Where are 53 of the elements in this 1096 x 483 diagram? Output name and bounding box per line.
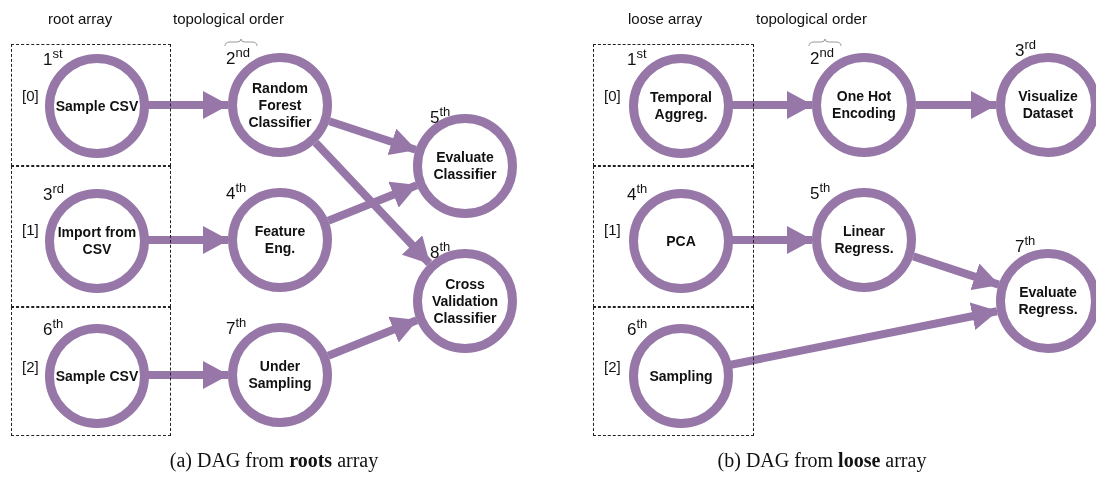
task-label: Feature Eng. [253,223,307,257]
arrow [312,140,433,266]
order-number: 4$^{th}$ [627,181,648,205]
arrow [912,252,1000,291]
task-label: One Hot Encoding [831,88,897,122]
column-heading: topological order [756,10,867,27]
order-number: 6$^{th}$ [43,316,64,340]
order-number: 7$^{th}$ [1015,233,1036,257]
task-label: Random Forest Classifier [247,79,313,131]
array-slot [11,166,171,307]
order-number: 3$^{rd}$ [1015,37,1037,61]
caption: (b) DAG from loose array [717,449,927,472]
task-label: Import from CSV [56,224,138,258]
task-label: Sample CSV [55,97,139,115]
task-label: Visualize Dataset [1017,88,1079,122]
array-slot [593,44,754,166]
task-label: Sampling [649,367,713,385]
array-slot [11,44,171,166]
arrow [328,117,417,156]
task-label: Linear Regress. [833,223,895,257]
order-number: 6$^{th}$ [627,316,648,340]
task-label: Cross Validation Classifier [430,275,500,327]
order-number: 8$^{th}$ [430,239,451,263]
array-index: [1] [604,221,621,238]
array-slot [593,307,754,436]
order-number: 1$^{st}$ [627,46,647,70]
arrow [326,316,419,360]
task-label: Sample CSV [55,367,139,385]
order-number: 2$^{nd}$ [810,45,834,69]
caption: (a) DAG from roots array [169,449,379,472]
task-label: Evaluate Regress. [1017,284,1079,318]
array-index: [2] [604,358,621,375]
array-slot [593,166,754,307]
column-heading: topological order [173,10,284,27]
task-label: PCA [666,232,696,250]
task-label: Under Sampling [247,358,313,392]
order-number: 1$^{st}$ [43,46,63,70]
column-heading: loose array [628,10,703,27]
array-slot [11,307,171,436]
order-number: 2$^{nd}$ [226,45,250,69]
order-number: 7$^{th}$ [226,315,247,339]
array-index: [0] [604,87,621,104]
order-number: 4$^{th}$ [226,180,247,204]
array-index: [0] [22,87,39,104]
task-label: Temporal Aggreg. [649,89,713,123]
order-number: 3$^{rd}$ [43,181,65,205]
column-heading: root array [48,10,113,27]
order-number: 5$^{th}$ [430,104,451,128]
arrow [326,181,419,225]
order-number: 5$^{th}$ [810,180,831,204]
task-label: Evaluate Classifier [432,149,498,183]
array-index: [2] [22,358,39,375]
array-index: [1] [22,221,39,238]
